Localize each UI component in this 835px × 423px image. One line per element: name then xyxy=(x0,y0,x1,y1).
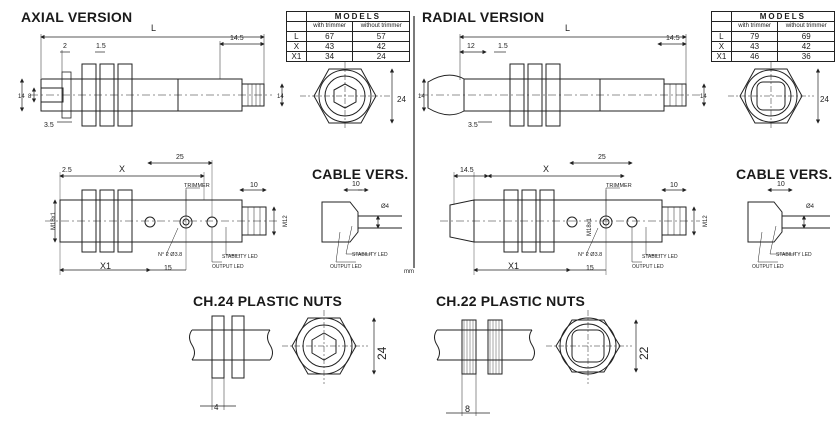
radial-sensor-side-view xyxy=(420,34,707,127)
dim-14-5-radial: 14.5 xyxy=(666,35,680,42)
radial-version-title: RADIAL VERSION xyxy=(422,9,545,25)
label-holes-axial: N° 2 Ø3.8 xyxy=(158,252,182,258)
label-stability-led-radial: STABILITY LED xyxy=(642,254,678,260)
axial-sensor-top-view xyxy=(45,160,280,275)
dim-25-radial: 25 xyxy=(598,154,606,161)
cable-version-right xyxy=(747,187,830,263)
dim-14-right: 14 xyxy=(277,94,284,100)
dim-1-5: 1.5 xyxy=(96,43,106,50)
dim-1-5-radial: 1.5 xyxy=(498,43,508,50)
dim-ch24: 24 xyxy=(375,346,389,360)
cable-version-title-left: CABLE VERS. xyxy=(312,166,409,182)
radial-hex-end-view xyxy=(728,62,821,130)
label-output-led-cable-left: OUTPUT LED xyxy=(330,264,362,270)
cell-with: 34 xyxy=(305,51,354,62)
dim-m18-radial: M18x1 xyxy=(587,217,593,236)
ch22-nuts-title: CH.22 PLASTIC NUTS xyxy=(436,293,586,309)
dim-10-radial: 10 xyxy=(670,182,678,189)
label-output-led-radial: OUTPUT LED xyxy=(632,264,664,270)
ch24-nut-front-view xyxy=(282,310,377,384)
dim-14-radial: 14 xyxy=(418,94,425,100)
label-holes-radial: N° 2 Ø3.8 xyxy=(578,252,602,258)
dim-ch22: 22 xyxy=(637,346,651,360)
dim-10-axial: 10 xyxy=(250,182,258,189)
dim-14-5: 14.5 xyxy=(230,35,244,42)
dim-10-cable-left: 10 xyxy=(352,181,360,188)
dim-8-nut: 8 xyxy=(465,404,470,414)
label-output-led-cable-right: OUTPUT LED xyxy=(752,264,784,270)
label-stability-led-axial: STABILITY LED xyxy=(222,254,258,260)
label-stability-led-cable-left: STABILITY LED xyxy=(352,252,388,258)
dim-2: 2 xyxy=(63,43,67,50)
dim-X-axial: X xyxy=(119,164,125,174)
dim-phi4-right: Ø4 xyxy=(806,204,815,210)
dim-3-5: 3.5 xyxy=(44,122,54,129)
axial-sensor-side-view xyxy=(19,34,285,127)
dim-3-5-radial: 3.5 xyxy=(468,122,478,129)
dim-m12-radial: M12 xyxy=(703,215,709,227)
dim-2-5: 2.5 xyxy=(62,167,72,174)
dim-14-radial-right: 14 xyxy=(700,94,707,100)
dim-25-axial: 25 xyxy=(176,154,184,161)
dim-10-cable-right: 10 xyxy=(777,181,785,188)
unit-mm: mm xyxy=(404,269,414,275)
dim-24-hex-radial: 24 xyxy=(820,95,829,104)
radial-sensor-top-view xyxy=(440,160,700,275)
dim-15-axial: 15 xyxy=(164,265,172,272)
dim-X1-axial: X1 xyxy=(100,261,111,271)
axial-hex-end-view xyxy=(300,62,395,130)
label-trimmer-axial: TRIMMER xyxy=(184,183,210,189)
cable-version-left xyxy=(321,187,402,263)
dim-4-nut: 4 xyxy=(214,403,219,412)
dim-m12-axial: M12 xyxy=(283,215,289,227)
label-trimmer-radial: TRIMMER xyxy=(606,183,632,189)
label-stability-led-cable-right: STABILITY LED xyxy=(776,252,812,258)
dim-X-radial: X xyxy=(543,164,549,174)
dim-8: 8 xyxy=(28,94,32,100)
ch22-nut-front-view xyxy=(546,310,639,384)
dim-14-5-bottom-radial: 14.5 xyxy=(460,167,474,174)
dim-L-radial: L xyxy=(565,23,570,33)
ch22-nuts-side-view xyxy=(434,319,535,416)
cell-without: 24 xyxy=(352,51,410,62)
axial-version-title: AXIAL VERSION xyxy=(21,9,133,25)
ch24-nuts-side-view xyxy=(189,315,273,410)
cell-with: 46 xyxy=(730,51,779,62)
dim-L: L xyxy=(151,23,156,33)
dim-24-hex: 24 xyxy=(397,95,406,104)
dim-15-radial: 15 xyxy=(586,265,594,272)
cell-without: 36 xyxy=(777,51,835,62)
dim-14: 14 xyxy=(18,94,25,100)
dim-X1-radial: X1 xyxy=(508,261,519,271)
cable-version-title-right: CABLE VERS. xyxy=(736,166,833,182)
label-output-led-axial: OUTPUT LED xyxy=(212,264,244,270)
dim-12: 12 xyxy=(467,43,475,50)
dim-m18-axial: M18x1 xyxy=(51,211,57,230)
ch24-nuts-title: CH.24 PLASTIC NUTS xyxy=(193,293,343,309)
dim-phi4-left: Ø4 xyxy=(381,204,390,210)
